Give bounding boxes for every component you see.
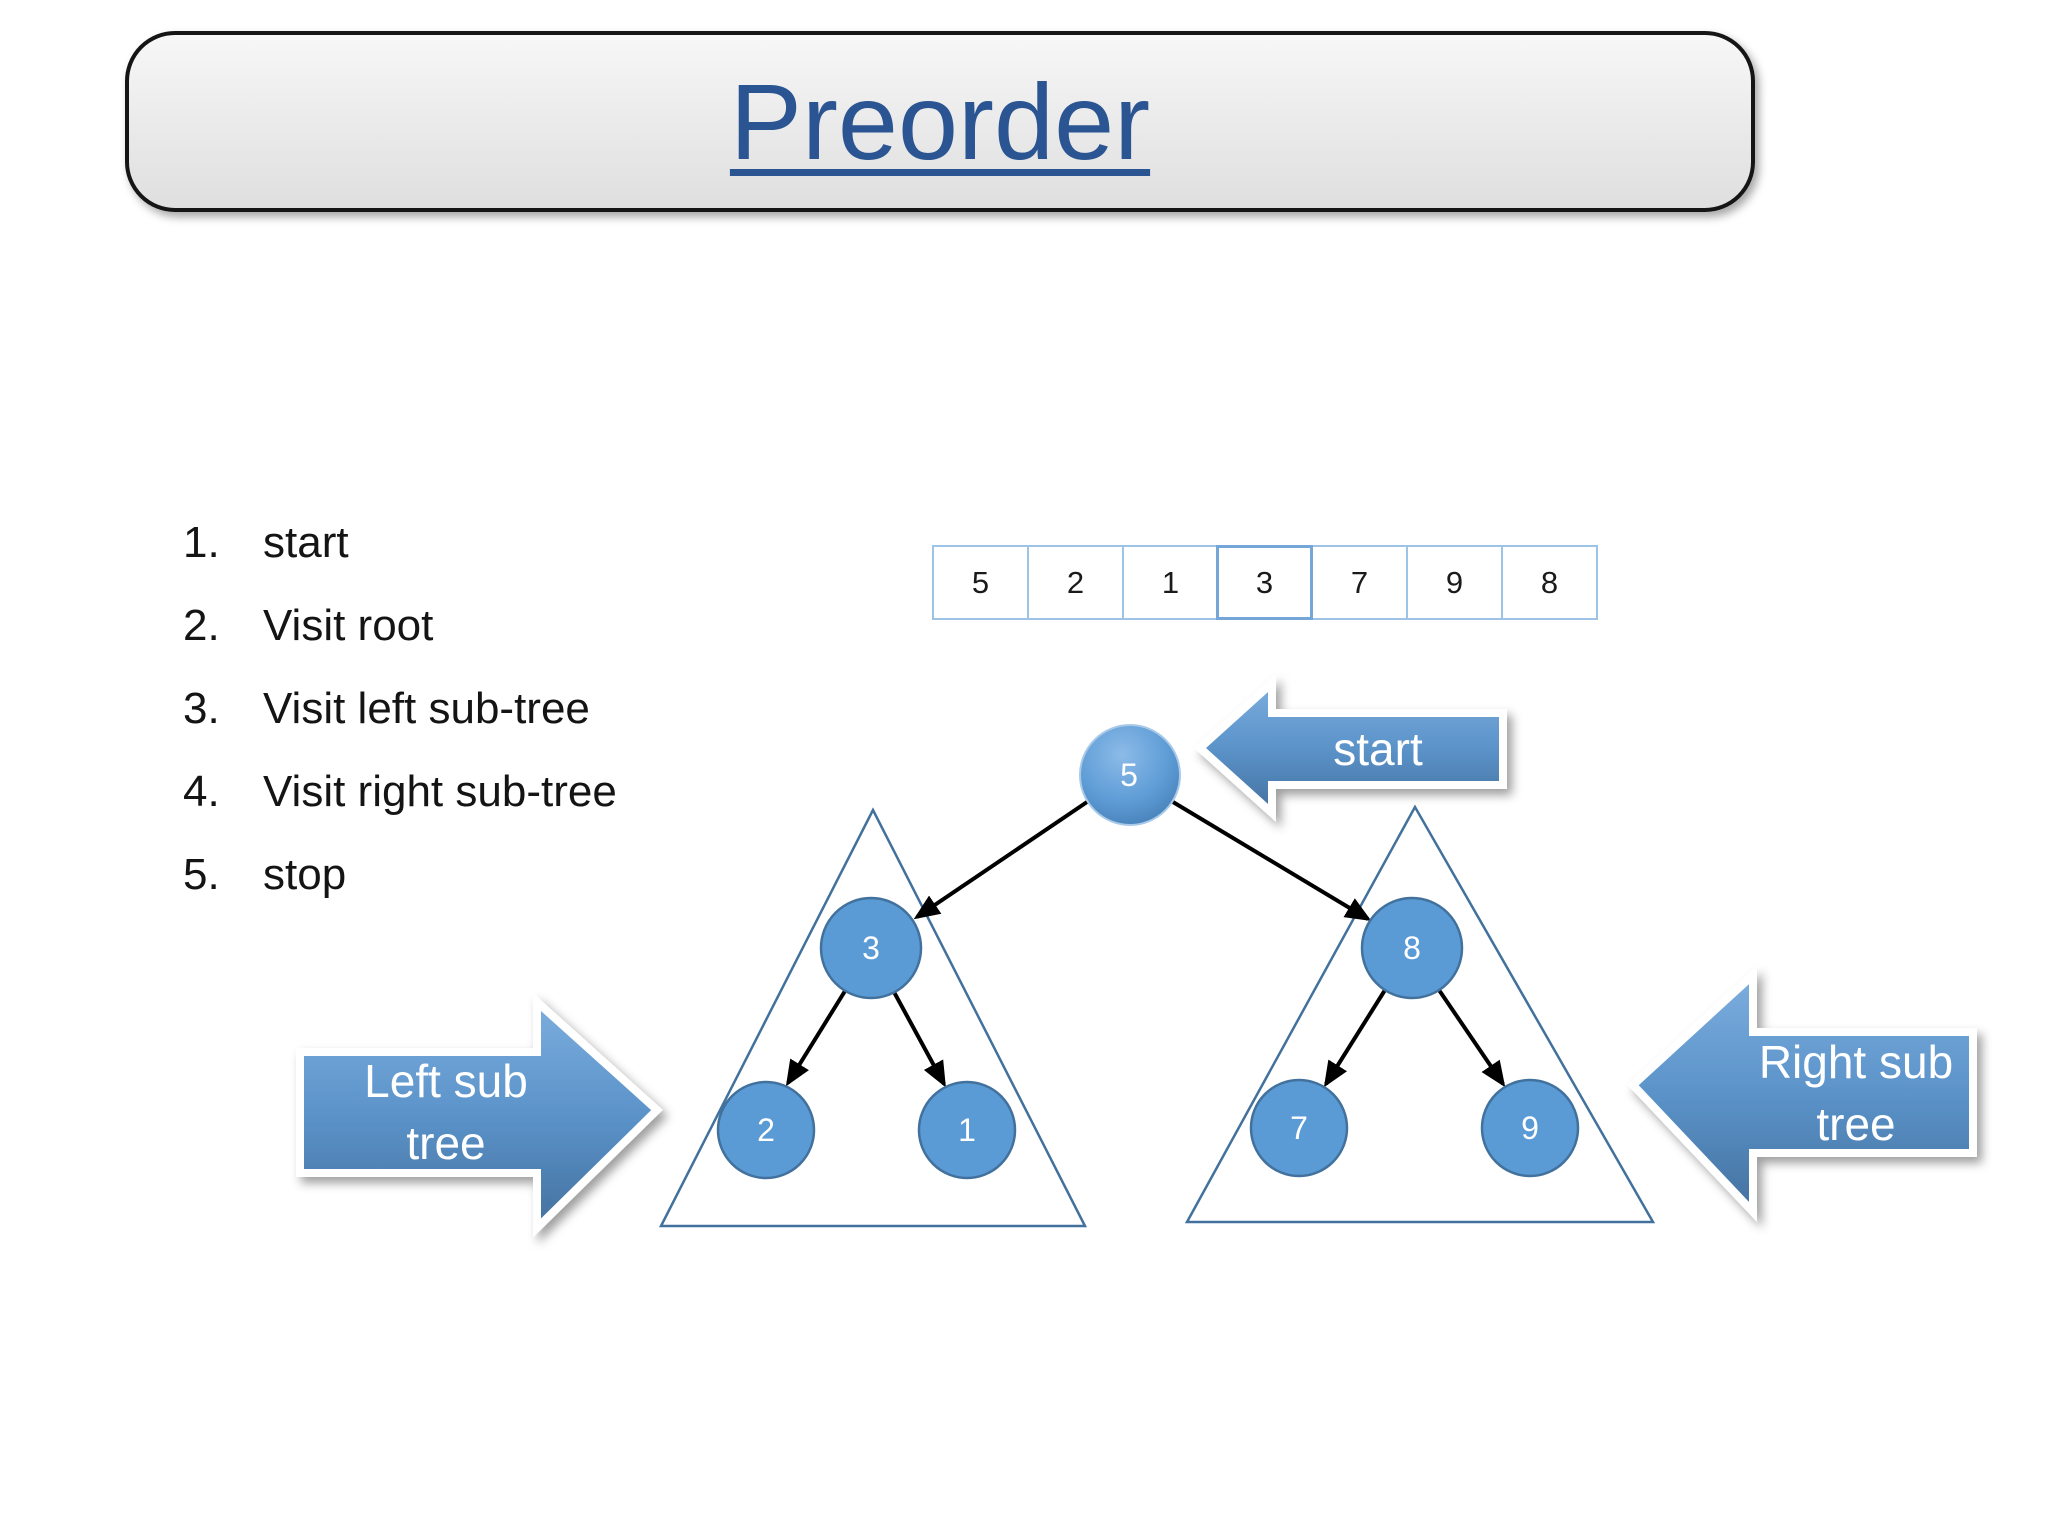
tree-node-label: 7 (1290, 1110, 1308, 1146)
tree-node-label: 8 (1403, 930, 1421, 966)
array-cell: 3 (1216, 545, 1313, 620)
array-cell: 8 (1501, 545, 1598, 620)
steps-list: 1. start 2. Visit root 3. Visit left sub… (183, 518, 617, 933)
step-text: Visit left sub-tree (263, 684, 590, 733)
right-subtree-callout-arrow (1627, 965, 1977, 1223)
step-text: stop (263, 850, 347, 899)
tree-node-right-root (1360, 896, 1464, 1000)
right-subtree-triangle (1184, 804, 1656, 1224)
slide-title: Preorder (729, 60, 1151, 182)
right-subtree-callout-label-line2: tree (1816, 1098, 1895, 1150)
right-subtree-callout-label-line1: Right sub (1759, 1036, 1953, 1088)
tree-node-left-root (819, 896, 923, 1000)
array-cell: 9 (1406, 545, 1503, 620)
left-subtree-triangle (658, 807, 1088, 1228)
tree-node-label: 3 (862, 930, 880, 966)
left-subtree-callout-arrow (296, 993, 663, 1238)
step-number: 1. (183, 518, 220, 567)
step-number: 4. (183, 767, 220, 816)
edge-left-root-to-right-child (892, 991, 946, 1088)
step-number: 5. (183, 850, 220, 899)
tree-node-root (1079, 724, 1181, 826)
edge-left-root-to-left-child (785, 989, 847, 1087)
step-item: 5. stop (183, 850, 617, 933)
step-item: 3. Visit left sub-tree (183, 684, 617, 767)
title-box: Preorder (125, 31, 1755, 212)
edge-root-to-left-subtree (913, 800, 1089, 920)
tree-node-left-left (716, 1080, 816, 1180)
edge-right-root-to-right-child (1437, 988, 1506, 1088)
left-subtree-callout-label-line2: tree (406, 1117, 485, 1169)
edge-right-root-to-left-child (1323, 988, 1387, 1088)
start-callout-label: start (1333, 723, 1423, 775)
start-callout-arrow (1194, 674, 1507, 822)
step-item: 4. Visit right sub-tree (183, 767, 617, 850)
tree-node-left-right (917, 1080, 1017, 1180)
array-cell: 1 (1122, 545, 1219, 620)
step-text: Visit right sub-tree (263, 767, 617, 816)
step-text: start (263, 518, 349, 567)
step-number: 3. (183, 684, 220, 733)
traversal-array: 5 2 1 3 7 9 8 (932, 545, 1598, 620)
step-text: Visit root (263, 601, 434, 650)
tree-node-label: 2 (757, 1112, 775, 1148)
step-item: 2. Visit root (183, 601, 617, 684)
tree-node-label: 9 (1521, 1110, 1539, 1146)
step-item: 1. start (183, 518, 617, 601)
tree-node-label: 5 (1120, 757, 1138, 793)
left-subtree-callout-label-line1: Left sub (364, 1055, 528, 1107)
tree-node-right-right (1480, 1078, 1580, 1178)
tree-node-label: 1 (958, 1112, 976, 1148)
tree-node-right-left (1249, 1078, 1349, 1178)
edge-root-to-right-subtree (1171, 800, 1372, 922)
step-number: 2. (183, 601, 220, 650)
